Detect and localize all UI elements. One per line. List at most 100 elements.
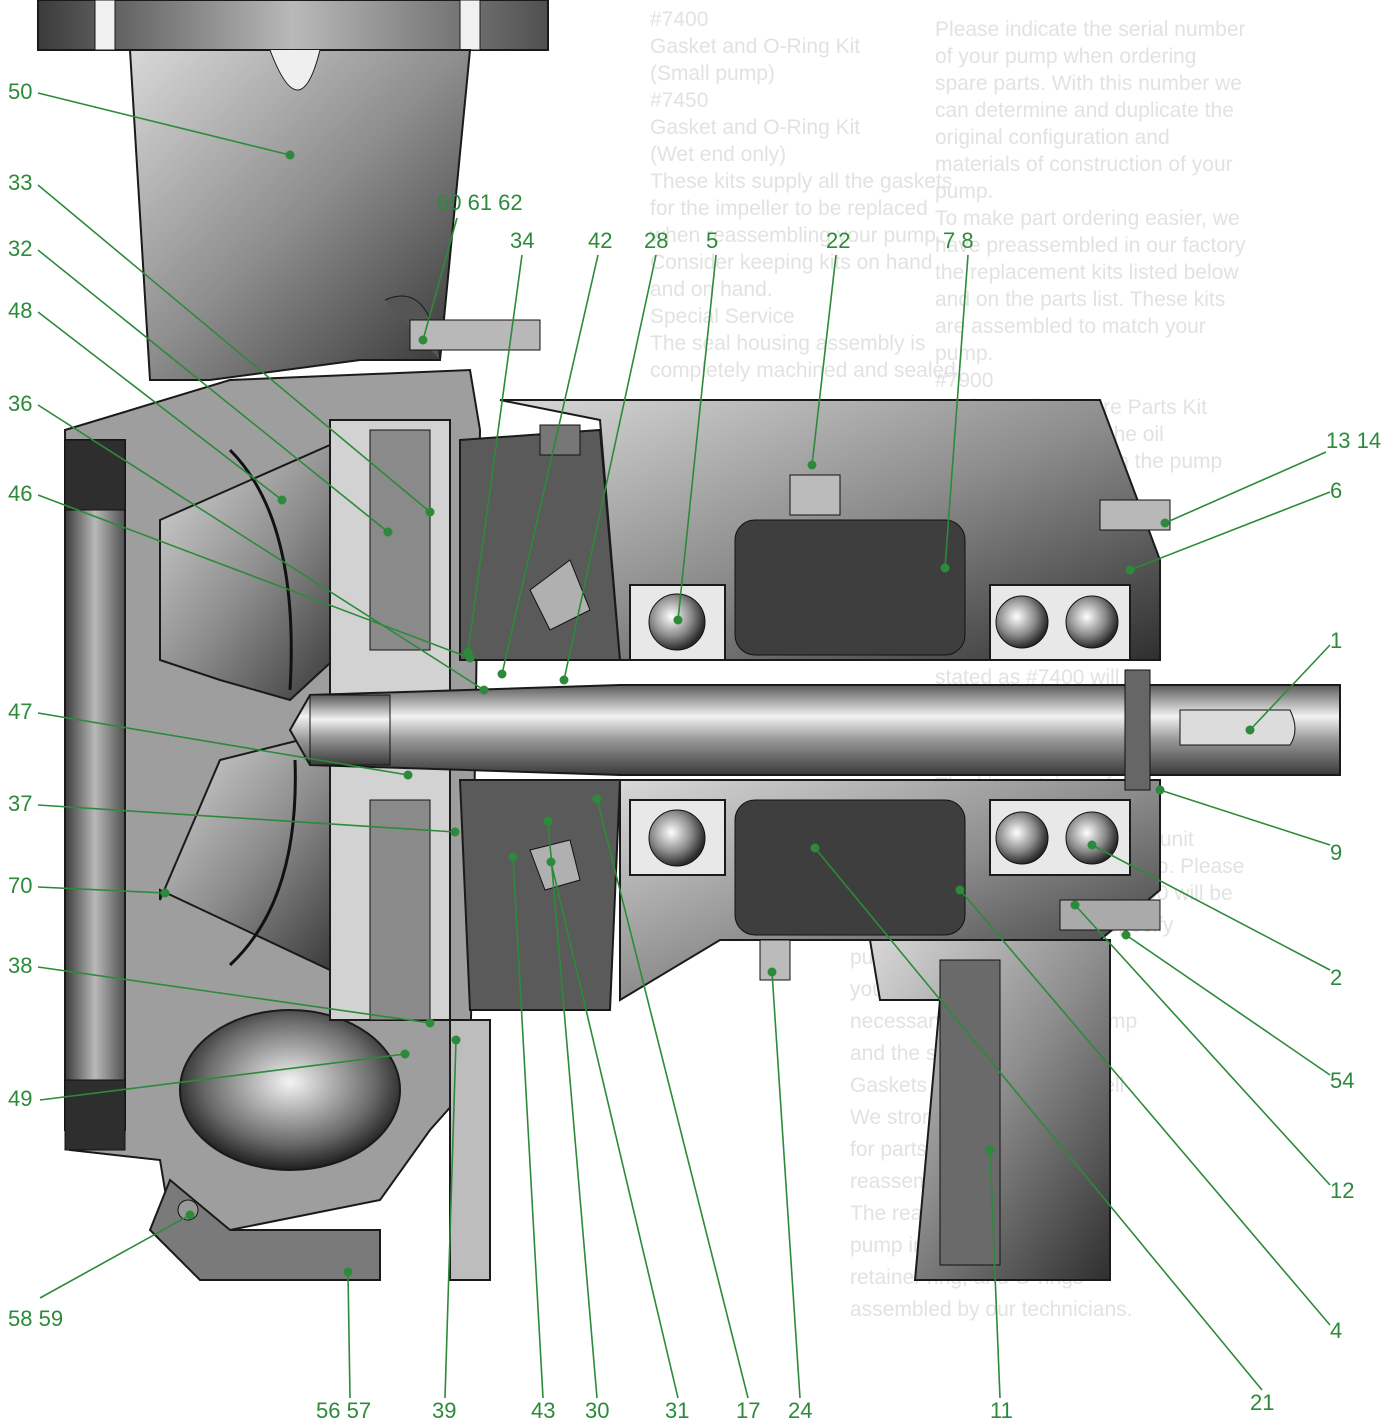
impeller xyxy=(159,443,357,972)
background-text-line: The seal housing assembly is xyxy=(650,332,925,355)
callout-target-dot xyxy=(185,1210,195,1220)
callout-label: 33 xyxy=(8,170,32,195)
callout-label: 9 xyxy=(1330,840,1342,865)
suction-flange xyxy=(37,0,549,51)
callout-leader-line xyxy=(1164,451,1327,524)
background-text-line: when reassembling your pump. xyxy=(649,224,942,247)
callout-target-dot xyxy=(425,1018,435,1028)
background-text-line: for the impeller to be replaced xyxy=(650,197,928,220)
background-text-line: To make part ordering easier, we xyxy=(935,207,1240,230)
callout-label: 11 xyxy=(990,1398,1013,1423)
callout-target-dot xyxy=(383,527,393,537)
pump-drawing xyxy=(37,0,1341,1281)
background-text-line: #7400 xyxy=(650,8,708,31)
callout-label: 58 59 xyxy=(8,1306,63,1331)
callout-leader-line xyxy=(37,712,409,776)
callout-target-dot xyxy=(1087,840,1097,850)
callout-label: 12 xyxy=(1330,1178,1354,1203)
callout-leader-line xyxy=(37,886,166,894)
callout-label: 34 xyxy=(510,228,534,253)
callout-label: 6 xyxy=(1330,478,1342,503)
callout-target-dot xyxy=(1160,518,1170,528)
callout-label: 60 61 62 xyxy=(437,190,523,215)
bearings xyxy=(629,584,1131,876)
background-text-line: #7450 xyxy=(650,89,708,112)
callout-label: 24 xyxy=(788,1398,812,1423)
callout-leader-line xyxy=(596,798,749,1399)
callout-target-dot xyxy=(508,852,518,862)
callout-target-dot xyxy=(673,615,683,625)
callout-leader-line xyxy=(39,1053,406,1101)
callout-target-dot xyxy=(955,885,965,895)
callout-leader-line xyxy=(467,254,523,653)
background-text-line: pump. xyxy=(935,180,993,203)
callout-leader-line xyxy=(422,217,458,341)
callout-target-dot xyxy=(1070,900,1080,910)
callout-leader-line xyxy=(771,971,801,1399)
background-text-line: and on hand. xyxy=(650,278,773,301)
callout-label: 50 xyxy=(8,79,32,104)
background-text-line: Gasket and O-Ring Kit xyxy=(650,116,860,139)
background-text-line: the replacement kits listed below xyxy=(935,261,1239,284)
callout-target-dot xyxy=(479,685,489,695)
callout-leader-line xyxy=(37,494,471,659)
background-text-line: Consider keeping kits on hand xyxy=(650,251,933,274)
callout-target-dot xyxy=(451,1035,461,1045)
callout-leader-line xyxy=(547,820,598,1399)
background-text-line: #7900 xyxy=(935,369,993,392)
background-text-line: Gasket and O-Ring Kit xyxy=(650,35,860,58)
callout-leader-line xyxy=(1074,904,1331,1186)
callout-leader-line xyxy=(814,847,1263,1391)
callout-target-dot xyxy=(810,843,820,853)
volute xyxy=(148,1009,401,1281)
callout-target-dot xyxy=(559,675,569,685)
callout-leader-line xyxy=(959,889,1331,1326)
callout-target-dot xyxy=(400,1049,410,1059)
background-text-line: are assembled to match your xyxy=(935,315,1206,338)
callout-leader-line xyxy=(811,254,837,466)
callout-leader-line xyxy=(677,254,717,621)
background-text-line: spare parts. With this number we xyxy=(935,72,1242,95)
callout-leader-line xyxy=(39,1214,191,1299)
callout-leader-line xyxy=(563,254,657,681)
callout-label: 2 xyxy=(1330,965,1342,990)
callout-label: 42 xyxy=(588,228,612,253)
callout-leader-line xyxy=(37,92,291,156)
callout-target-dot xyxy=(543,816,553,826)
callout-leader-line xyxy=(37,404,485,691)
callout-target-dot xyxy=(1245,725,1255,735)
callout-leader-line xyxy=(1091,844,1331,971)
background-text-line: can determine and duplicate the xyxy=(935,99,1234,122)
callout-label: 36 xyxy=(8,391,32,416)
callout-target-dot xyxy=(1125,565,1135,575)
callout-leader-line xyxy=(37,966,431,1024)
callout-target-dot xyxy=(497,669,507,679)
callout-label: 49 xyxy=(8,1086,32,1111)
callout-leader-line xyxy=(1125,934,1331,1076)
callout-leader-line xyxy=(1159,789,1331,846)
callout-label: 70 xyxy=(8,873,32,898)
background-text-line: pump. xyxy=(935,342,993,365)
callout-leader-line xyxy=(444,1039,457,1399)
background-text-line: Please indicate the serial number xyxy=(935,18,1246,41)
callout-label: 22 xyxy=(826,228,850,253)
callout-target-dot xyxy=(807,460,817,470)
callout-leader-line xyxy=(37,311,283,501)
callout-target-dot xyxy=(160,888,170,898)
callout-label: 38 xyxy=(8,953,32,978)
callout-label: 31 xyxy=(665,1398,689,1423)
callout-leader-line xyxy=(512,856,544,1399)
bolts xyxy=(177,319,1171,1221)
callout-label: 39 xyxy=(432,1398,456,1423)
callout-target-dot xyxy=(450,827,460,837)
callout-label: 5 xyxy=(706,228,718,253)
callout-target-dot xyxy=(403,770,413,780)
callout-leader-line xyxy=(1129,491,1331,571)
callout-target-dot xyxy=(985,1145,995,1155)
callout-target-dot xyxy=(285,150,295,160)
callout-label: 54 xyxy=(1330,1068,1354,1093)
callout-target-dot xyxy=(425,507,435,517)
callout-target-dot xyxy=(1155,785,1165,795)
